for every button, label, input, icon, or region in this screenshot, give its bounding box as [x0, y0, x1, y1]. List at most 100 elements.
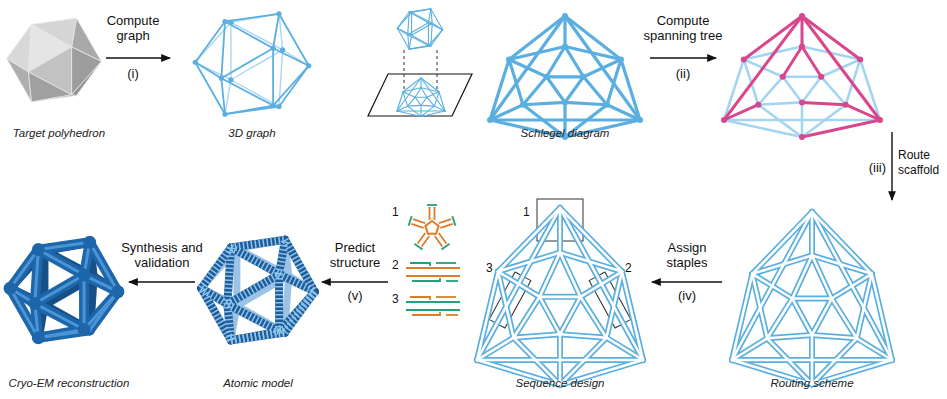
stage-caption: Sequence design — [500, 376, 620, 390]
tree-vertex — [799, 13, 805, 19]
scaffold-route — [792, 296, 831, 302]
polyhedron-face — [28, 47, 71, 95]
graph-edge — [408, 35, 409, 49]
helix-bundle — [231, 240, 285, 248]
scaffold-gap — [792, 255, 812, 298]
graph-edge — [427, 92, 439, 97]
graph-edge — [408, 105, 421, 107]
tree-vertex — [843, 102, 849, 108]
schlegel-vertex — [604, 102, 610, 108]
graph-edge — [409, 9, 431, 12]
schlegel-vertex — [520, 102, 526, 108]
callout-number: 1 — [523, 205, 535, 219]
graph-edge — [421, 88, 427, 98]
schlegel-edge — [547, 75, 584, 78]
density-vertex — [111, 285, 124, 298]
graph-vertex — [280, 47, 285, 52]
graph-vertex — [276, 11, 281, 16]
scaffold-gap — [767, 335, 812, 338]
schlegel-vertex — [506, 56, 512, 62]
scaffold-gap — [560, 253, 622, 272]
scaffold-gap — [811, 212, 814, 255]
density-edge — [84, 292, 118, 330]
density-vertex — [28, 297, 41, 310]
tree-vertex — [721, 117, 727, 123]
stage-caption: Target polyhedron — [3, 126, 115, 140]
scaffold-gap — [812, 299, 832, 335]
graph-edge — [408, 97, 416, 106]
step-name: Predict structure — [320, 240, 390, 270]
scaffold-route — [767, 335, 812, 338]
graph-edge — [415, 88, 421, 98]
scaffold-route — [557, 208, 563, 253]
step-arrow — [652, 281, 722, 282]
density-vertex — [32, 243, 45, 256]
graph-edge — [221, 78, 225, 114]
helix-texture — [279, 292, 315, 332]
graph-edge — [421, 97, 427, 105]
schlegel-vertex — [580, 74, 586, 80]
strand — [425, 221, 438, 234]
staple — [409, 216, 412, 226]
graph-edge — [439, 92, 445, 111]
step-arrow — [322, 281, 388, 282]
schlegel-edge — [523, 102, 565, 104]
scaffold-gap — [477, 272, 498, 360]
graph-vertex — [276, 104, 281, 109]
scaffold-route — [832, 299, 857, 339]
graph-edge — [421, 105, 434, 107]
graph-edge — [415, 97, 421, 105]
scaffold-route — [872, 274, 892, 360]
graph-edge — [273, 66, 309, 106]
graph-edge — [421, 78, 439, 92]
graph-edge — [821, 77, 845, 105]
schlegel-edge — [490, 16, 565, 120]
scaffold-gap — [812, 255, 872, 273]
density-highlight — [90, 242, 118, 291]
scaffold-gap — [580, 297, 606, 338]
graph-vertex — [271, 46, 276, 51]
graph-edge — [421, 106, 434, 116]
scaffold-gap — [857, 274, 872, 338]
graph-edge — [403, 78, 421, 92]
schlegel-vertex — [487, 117, 493, 123]
graph-edge — [758, 77, 782, 105]
graph-edge — [225, 107, 279, 115]
scaffold-route — [732, 274, 752, 360]
projection-line — [437, 50, 438, 92]
graph-vertex — [219, 76, 224, 81]
scaffold-gap — [792, 297, 831, 300]
scaffold-gap — [560, 297, 580, 334]
scaffold-route — [477, 208, 560, 360]
tree-vertex — [877, 117, 883, 123]
density-edge — [90, 292, 118, 331]
density-edge — [35, 304, 84, 330]
stage-caption: Atomic model — [208, 376, 308, 390]
scaffold-gap — [560, 334, 606, 337]
helix-texture — [227, 274, 279, 304]
schlegel-edge — [509, 16, 565, 59]
strand — [406, 267, 460, 269]
graph-edge — [431, 30, 443, 46]
step-name: Synthesis and validation — [116, 240, 208, 270]
strand — [410, 297, 430, 300]
strand — [439, 219, 453, 228]
spanning-tree-edge — [802, 16, 880, 120]
scaffold-route — [812, 335, 857, 338]
density-vertex — [83, 236, 96, 249]
schlegel-vertex — [618, 56, 624, 62]
graph-edge — [758, 105, 802, 137]
scaffold-route — [580, 297, 606, 338]
graph-vertex — [228, 20, 233, 25]
graph-edge — [397, 78, 421, 111]
graph-edge — [221, 48, 273, 78]
stage-caption: Schlegel diagram — [505, 126, 625, 140]
strand — [436, 296, 456, 298]
callout-number: 2 — [625, 261, 637, 275]
graph-edge — [225, 80, 231, 114]
schlegel-edge — [547, 47, 565, 77]
spanning-tree-edge — [801, 16, 804, 47]
step-number: (iii) — [846, 160, 886, 175]
scaffold-route — [812, 299, 832, 335]
graph-edge — [403, 92, 415, 97]
